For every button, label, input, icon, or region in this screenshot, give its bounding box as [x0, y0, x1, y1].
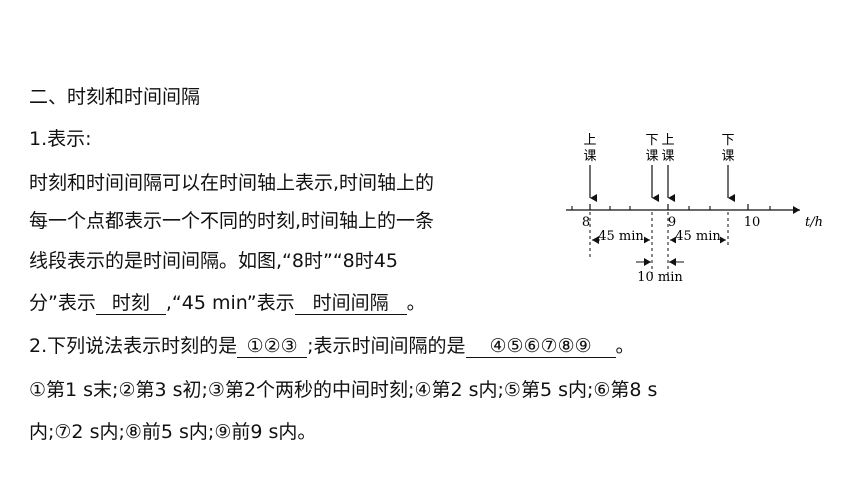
interval-label-3: 10 min	[637, 270, 683, 285]
label-class-end-1-a: 下	[645, 133, 658, 148]
interval-label-1: 45 min	[598, 229, 644, 244]
tick-label-8: 8	[582, 215, 590, 230]
label-class-start-1-b: 课	[583, 149, 596, 164]
item1-title: 1.表示:	[29, 128, 92, 150]
item1-line2: 每一个点都表示一个不同的时刻,时间轴上的一条	[29, 210, 435, 232]
item2-end: 。	[615, 335, 635, 357]
item1-line3: 线段表示的是时间间隔。如图,“8时”“8时45	[29, 250, 398, 272]
item1-line4-mid: ,“45 min”表示	[165, 292, 295, 314]
item1-line4-pre: 分”表示	[29, 292, 96, 314]
interval-guides	[589, 212, 729, 278]
axis-minor-ticks	[571, 206, 771, 210]
interval-label-2: 45 min	[675, 229, 721, 244]
answer-blank-moment: 时刻	[95, 292, 166, 315]
label-class-start-1-a: 上	[583, 133, 596, 148]
label-class-end-2-a: 下	[721, 133, 734, 148]
item1-line4-end: 。	[406, 292, 426, 314]
item1-line1: 时刻和时间间隔可以在时间轴上表示,时间轴上的	[29, 172, 435, 194]
item2-pre: 2.下列说法表示时刻的是	[29, 335, 238, 357]
label-class-end-1-b: 课	[645, 149, 658, 164]
section-heading: 二、时刻和时间间隔	[29, 86, 201, 108]
label-class-start-2-b: 课	[661, 149, 674, 164]
axis-major-ticks	[589, 204, 749, 210]
tick-label-9: 9	[668, 215, 676, 230]
time-axis-diagram: 上 课 下 课 上 课 下 课 8 9 10 t/h 45 min 45 min	[566, 133, 823, 285]
answer-blank-moments: ①②③	[237, 335, 308, 358]
tick-label-10: 10	[744, 215, 761, 230]
item2-options-line2: 内;⑦2 s内;⑧前5 s内;⑨前9 s内。	[29, 421, 317, 443]
item1-line4: 分”表示时刻,“45 min”表示时间间隔。	[29, 290, 426, 316]
answer-blank-interval: 时间间隔	[294, 292, 407, 315]
label-class-end-2-b: 课	[721, 149, 734, 164]
axis-label: t/h	[805, 215, 823, 230]
answer-blank-intervals: ④⑤⑥⑦⑧⑨	[465, 335, 616, 358]
item2-options-line1: ①第1 s末;②第3 s初;③第2个两秒的中间时刻;④第2 s内;⑤第5 s内;…	[29, 379, 658, 401]
label-class-start-2-a: 上	[661, 133, 674, 148]
item2-mid: ;表示时间间隔的是	[307, 335, 466, 357]
